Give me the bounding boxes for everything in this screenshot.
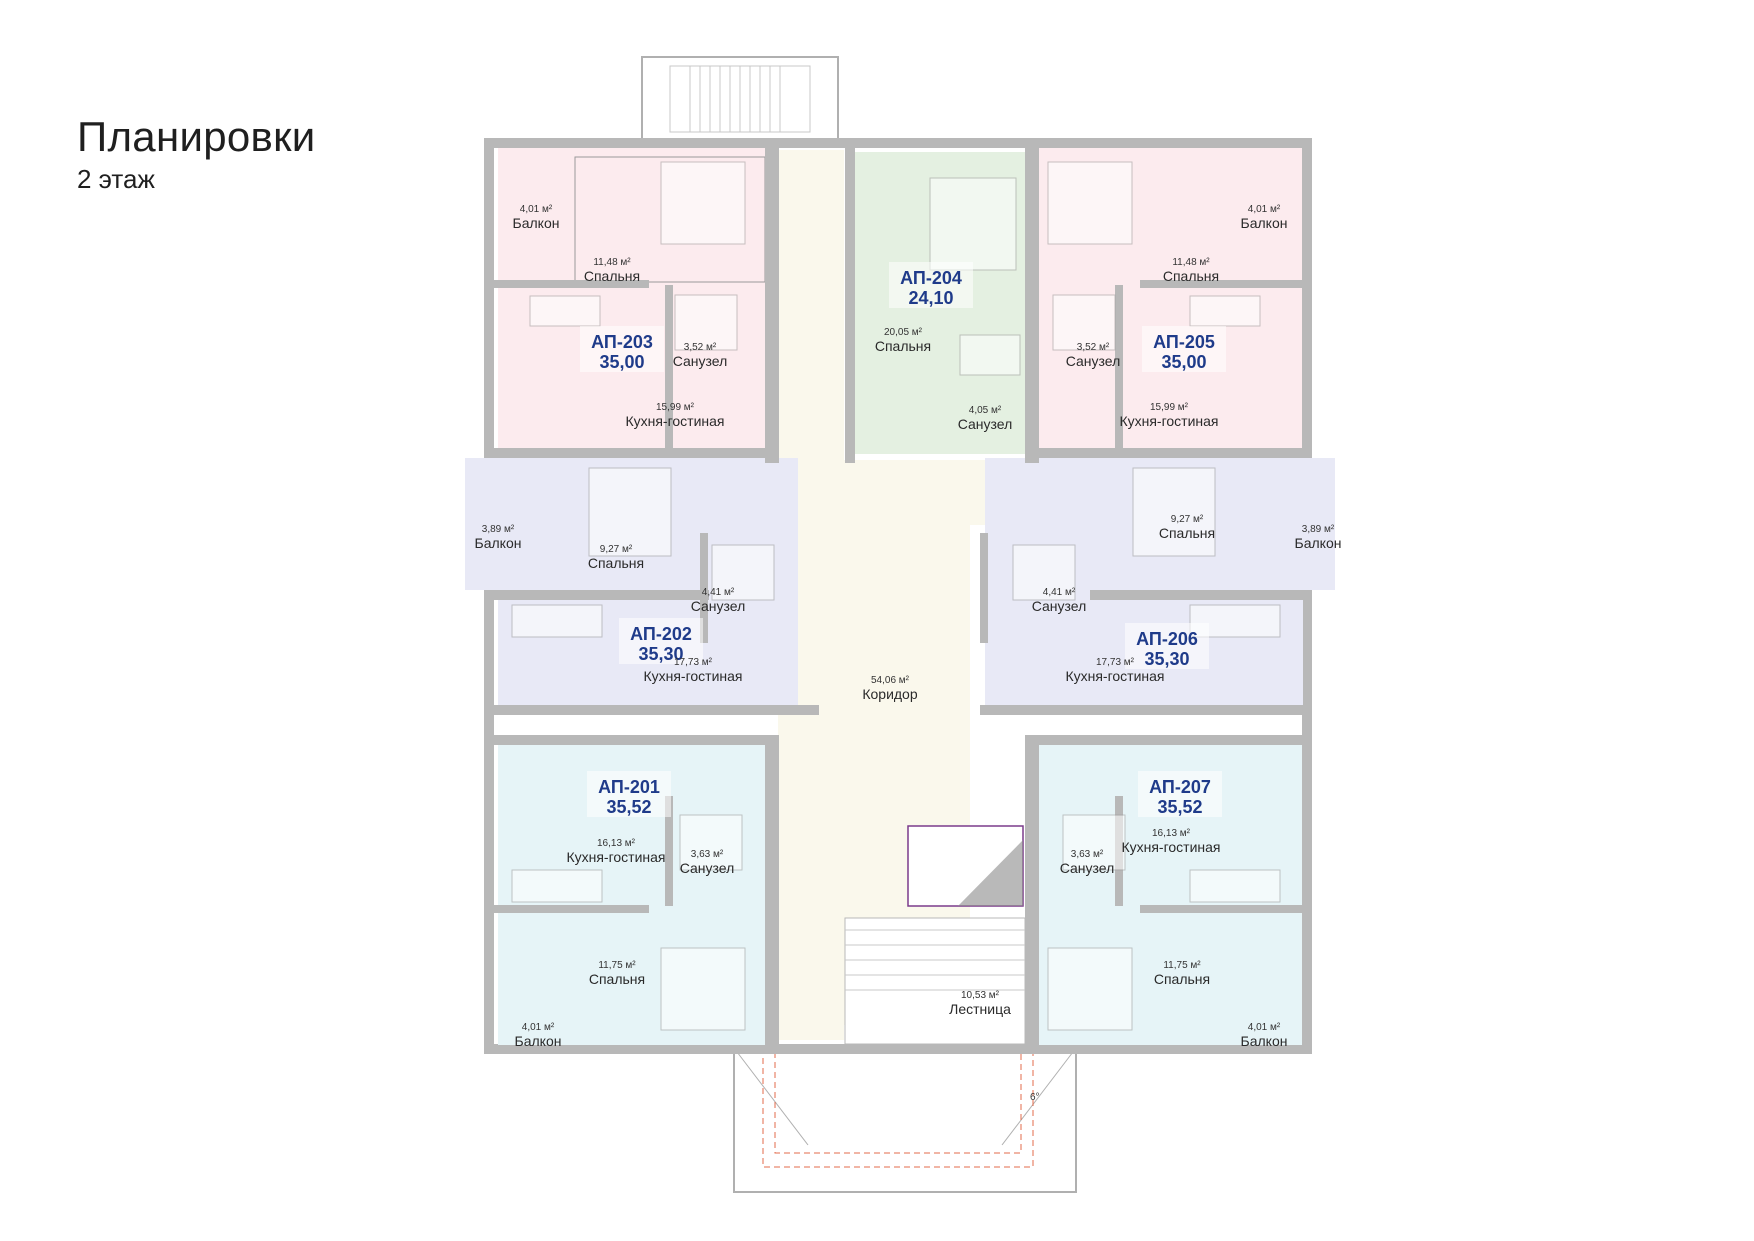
room-area: 17,73 м²: [674, 657, 713, 668]
apartment-area: 35,52: [1157, 797, 1202, 817]
room-name: Санузел: [673, 353, 728, 369]
room-area: 3,89 м²: [482, 524, 515, 535]
room-area: 17,73 м²: [1096, 657, 1135, 668]
apartment-area: 35,00: [599, 352, 644, 372]
room-area: 4,41 м²: [702, 587, 735, 598]
room-name: Санузел: [958, 416, 1013, 432]
room-area: 4,01 м²: [1248, 1022, 1281, 1033]
room-area: 11,75 м²: [598, 960, 636, 971]
room-name: Кухня-гостиная: [1121, 839, 1220, 855]
room-name: Балкон: [475, 535, 522, 551]
entrance-canopy: [733, 1047, 1077, 1193]
apartment-id: АП-204: [900, 268, 962, 288]
room-area: 16,13 м²: [597, 838, 636, 849]
staircase: [844, 825, 1026, 1045]
room-area: 4,01 м²: [1248, 204, 1281, 215]
room-area: 4,41 м²: [1043, 587, 1076, 598]
room-area: 20,05 м²: [884, 327, 923, 338]
room-area: 3,63 м²: [691, 849, 724, 860]
room-name: Санузел: [1060, 860, 1115, 876]
page-title: Планировки: [77, 113, 316, 160]
room-name: Балкон: [1295, 535, 1342, 551]
apartment-label-box: [1138, 771, 1222, 817]
room-name: Кухня-гостиная: [643, 668, 742, 684]
room-area: 9,27 м²: [1171, 514, 1204, 525]
room-area: 15,99 м²: [656, 402, 695, 413]
room-name: Спальня: [589, 971, 645, 987]
room-name: Балкон: [513, 215, 560, 231]
room-area: 11,75 м²: [1163, 960, 1201, 971]
apartment-area: 35,30: [1144, 649, 1189, 669]
room-name: Кухня-гостиная: [625, 413, 724, 429]
apartment-id: АП-203: [591, 332, 653, 352]
page-heading: Планировки 2 этаж: [77, 112, 316, 194]
room-name: Спальня: [588, 555, 644, 571]
page-subtitle: 2 этаж: [77, 164, 155, 194]
room-name: Кухня-гостиная: [566, 849, 665, 865]
room-name: Спальня: [875, 338, 931, 354]
room-area: 11,48 м²: [593, 257, 631, 268]
room-area: 9,27 м²: [600, 544, 633, 555]
room-name: Спальня: [1163, 268, 1219, 284]
room-area: 15,99 м²: [1150, 402, 1189, 413]
apartment-id: АП-202: [630, 624, 692, 644]
apartment-id: АП-201: [598, 777, 660, 797]
room-area: 3,52 м²: [1077, 342, 1110, 353]
room-name: Коридор: [862, 686, 918, 702]
apartment-id: АП-207: [1149, 777, 1211, 797]
room-name: Санузел: [691, 598, 746, 614]
room-area: 10,53 м²: [961, 990, 1000, 1001]
room-area: 54,06 м²: [871, 675, 910, 686]
room-name: Кухня-гостиная: [1065, 668, 1164, 684]
room-name: Спальня: [584, 268, 640, 284]
room-name: Лестница: [949, 1001, 1011, 1017]
room-name: Балкон: [1241, 1033, 1288, 1049]
apartment-label-box: [889, 262, 973, 308]
room-area: 4,01 м²: [522, 1022, 555, 1033]
apartment-area: 24,10: [908, 288, 953, 308]
apartment-labels: АП-20335,00АП-20424,10АП-20535,00АП-2023…: [580, 262, 1226, 817]
room-name: Санузел: [1066, 353, 1121, 369]
apartment-label-box: [587, 771, 671, 817]
apartment-id: АП-205: [1153, 332, 1215, 352]
apartment-label-box: [1142, 326, 1226, 372]
room-area: 11,48 м²: [1172, 257, 1210, 268]
room-name: Балкон: [515, 1033, 562, 1049]
apartment-area: 35,00: [1161, 352, 1206, 372]
room-name: Балкон: [1241, 215, 1288, 231]
room-area: 3,63 м²: [1071, 849, 1104, 860]
interior-walls: [489, 143, 1307, 1045]
room-area: 16,13 м²: [1152, 828, 1191, 839]
room-name: Кухня-гостиная: [1119, 413, 1218, 429]
room-area: 3,52 м²: [684, 342, 717, 353]
room-name: Спальня: [1159, 525, 1215, 541]
room-area: 4,05 м²: [969, 405, 1002, 416]
apartment-area: 35,52: [606, 797, 651, 817]
room-area: 4,01 м²: [520, 204, 553, 215]
room-area: 3,89 м²: [1302, 524, 1335, 535]
roof-angle-label: 6°: [1030, 1092, 1040, 1103]
external-stair: [641, 56, 839, 142]
apartment-area: 35,30: [638, 644, 683, 664]
room-name: Спальня: [1154, 971, 1210, 987]
apartment-label-box: [1125, 623, 1209, 669]
room-name: Санузел: [680, 860, 735, 876]
apartment-label-box: [580, 326, 664, 372]
apartment-id: АП-206: [1136, 629, 1198, 649]
room-name: Санузел: [1032, 598, 1087, 614]
apartment-label-box: [619, 618, 703, 664]
